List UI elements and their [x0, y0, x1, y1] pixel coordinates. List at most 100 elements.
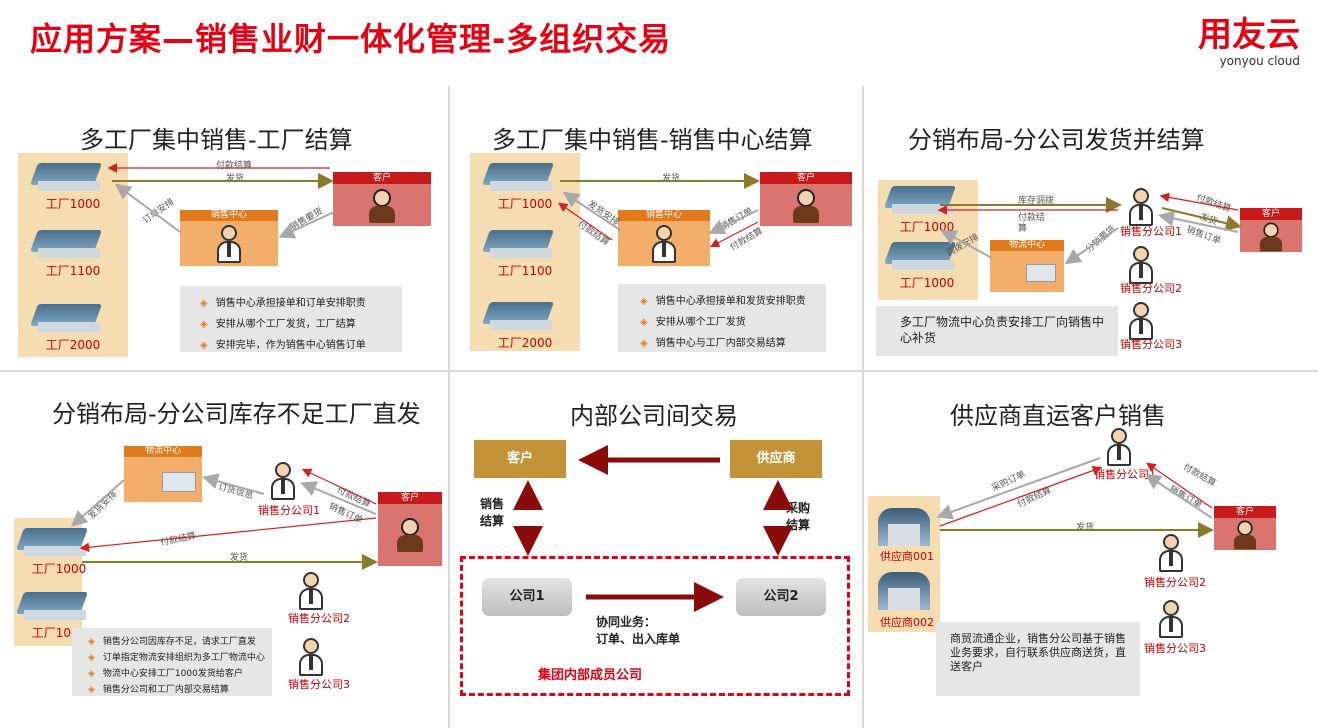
sales-center-box: 销售中心 — [618, 210, 710, 266]
panel2-title: 多工厂集中销售-销售中心结算 — [492, 126, 813, 154]
arrow-order — [114, 183, 181, 233]
factory-icon: 工厂1000 — [470, 155, 580, 221]
arrow-pay2 — [709, 221, 759, 248]
customer-icon — [1233, 520, 1257, 550]
branch-person-icon — [1126, 246, 1156, 284]
branch-person-icon — [1126, 302, 1156, 340]
branch-person-icon — [296, 572, 326, 610]
logo-en: yonyou cloud — [1219, 54, 1300, 68]
left-vertical-label-1: 销售 — [480, 497, 505, 511]
customer-box: 客户 — [1214, 506, 1276, 550]
factory-icon: 工厂1100 — [18, 222, 128, 288]
sales-center-box: 销售中心 — [180, 210, 278, 266]
branch-person-icon — [296, 638, 326, 676]
branch-label: 销售分公司3 — [1120, 338, 1182, 351]
arrow-purchase — [936, 457, 1101, 520]
label-ship: 发货 — [226, 174, 245, 184]
branch-person-icon — [1104, 428, 1134, 466]
factory-icon: 工厂1000 — [18, 155, 128, 221]
customer-box: 客户 — [474, 440, 566, 478]
truck-icon — [1026, 264, 1056, 282]
arrow-sales-order — [1158, 210, 1239, 233]
divider-v2 — [862, 86, 864, 728]
panel1-notes: ◈销售中心承担接单和订单安排职责 ◈安排从哪个工厂发货，工厂结算 ◈安排完毕，作… — [180, 286, 402, 352]
arrow-replenish — [940, 230, 993, 259]
branch-label: 销售分公司1 — [1120, 225, 1182, 238]
arrow-pay1 — [939, 465, 1103, 527]
customer-box: 客户 — [1240, 208, 1302, 252]
panel5-title: 内部公司间交易 — [570, 402, 738, 430]
label-pay-settle: 付款结算 — [1018, 213, 1046, 234]
warehouse-icon — [872, 504, 932, 554]
branch-person-icon — [268, 462, 298, 500]
factory-icon: 工厂2000 — [18, 296, 128, 362]
arrow-ship-arr — [70, 479, 125, 527]
branch-label: 销售分公司2 — [288, 612, 350, 625]
supplier-label: 供应商002 — [880, 616, 934, 629]
label-ship: 发货 — [230, 553, 249, 563]
branch-label: 销售分公司1 — [258, 504, 320, 517]
page-title: 应用方案—销售业财一体化管理-多组织交易 — [30, 20, 672, 58]
person-icon — [649, 225, 679, 263]
logo-cn: 用友云 — [1198, 15, 1300, 55]
arrow-pay1 — [301, 468, 377, 505]
branch-label: 销售分公司1 — [1094, 468, 1156, 481]
customer-icon — [793, 189, 819, 223]
customer-box: 客户 — [378, 492, 442, 566]
factory-icon: 工厂2000 — [470, 294, 580, 360]
panel3-title: 分销布局-分公司发货并结算 — [908, 126, 1205, 154]
collab-label-2: 订单、出入库单 — [596, 632, 681, 646]
panel6-note: 商贸流通企业，销售分公司基于销售业务要求，自行联系供应商送货，直送客户 — [936, 622, 1140, 696]
warehouse-icon — [872, 568, 932, 618]
arrow-req — [1064, 227, 1119, 265]
factory-icon: 工厂1000 — [4, 520, 114, 586]
panel3-note: 多工厂物流中心负责安排工厂向销售中心补货 — [876, 306, 1118, 356]
group-label: 集团内部成员公司 — [538, 668, 643, 683]
panel6-title: 供应商直运客户销售 — [950, 402, 1166, 430]
panel1-title: 多工厂集中销售-工厂结算 — [80, 126, 353, 154]
company2-box: 公司2 — [736, 578, 826, 616]
label-ship: 发货 — [1076, 523, 1095, 533]
arrow-order-info — [202, 473, 265, 495]
customer-icon — [369, 189, 395, 223]
panel4-notes: ◈销售分公司因库存不足，请求工厂直发 ◈订单指定物流安排组织为多工厂物流中心 ◈… — [72, 628, 272, 696]
logistics-center-box: 物流中心 — [990, 240, 1064, 292]
left-vertical-label-2: 结算 — [480, 514, 505, 528]
panel2-notes: ◈销售中心承担接单和发货安排职责 ◈安排从哪个工厂发货 ◈销售中心与工厂内部交易… — [618, 284, 826, 352]
company1-box: 公司1 — [482, 578, 572, 616]
divider-v1 — [448, 86, 450, 728]
arrow-pay1 — [558, 202, 613, 241]
label-transfer: 库存调拨 — [1018, 196, 1055, 206]
brand-logo: 用友云 yonyou cloud — [1198, 18, 1300, 68]
logistics-center-box: 物流中心 — [124, 446, 202, 502]
arrow-sales-req — [278, 211, 335, 239]
branch-person-icon — [1156, 600, 1186, 638]
arrow-order — [708, 209, 759, 235]
branch-person-icon — [1126, 188, 1156, 226]
customer-box: 客户 — [333, 172, 431, 226]
customer-icon — [1259, 222, 1283, 252]
supplier-box: 供应商 — [730, 440, 822, 478]
label-ship: 发货 — [662, 174, 681, 184]
arrow-sales-order — [300, 481, 377, 515]
person-icon — [214, 225, 244, 263]
collab-label-1: 协同业务： — [596, 615, 657, 629]
truck-icon — [162, 472, 196, 492]
arrow-ship-arrange — [562, 191, 621, 231]
customer-box: 客户 — [760, 172, 852, 226]
divider-h — [0, 370, 1318, 372]
supplier-label: 供应商001 — [880, 550, 934, 563]
arrow-pay-small — [1159, 192, 1239, 211]
factory-icon: 工厂1000 — [872, 234, 982, 300]
customer-icon — [397, 518, 423, 552]
label-pay: 付款结算 — [216, 161, 253, 171]
branch-label: 销售分公司2 — [1120, 282, 1182, 295]
panel4-title: 分销布局-分公司库存不足工厂直发 — [52, 400, 421, 428]
branch-label: 销售分公司3 — [1144, 642, 1206, 655]
factory-icon: 工厂1100 — [470, 222, 580, 288]
arrow-pay2 — [1146, 462, 1213, 509]
arrow-pay2 — [79, 517, 377, 553]
branch-label: 销售分公司2 — [1144, 576, 1206, 589]
branch-person-icon — [1156, 534, 1186, 572]
